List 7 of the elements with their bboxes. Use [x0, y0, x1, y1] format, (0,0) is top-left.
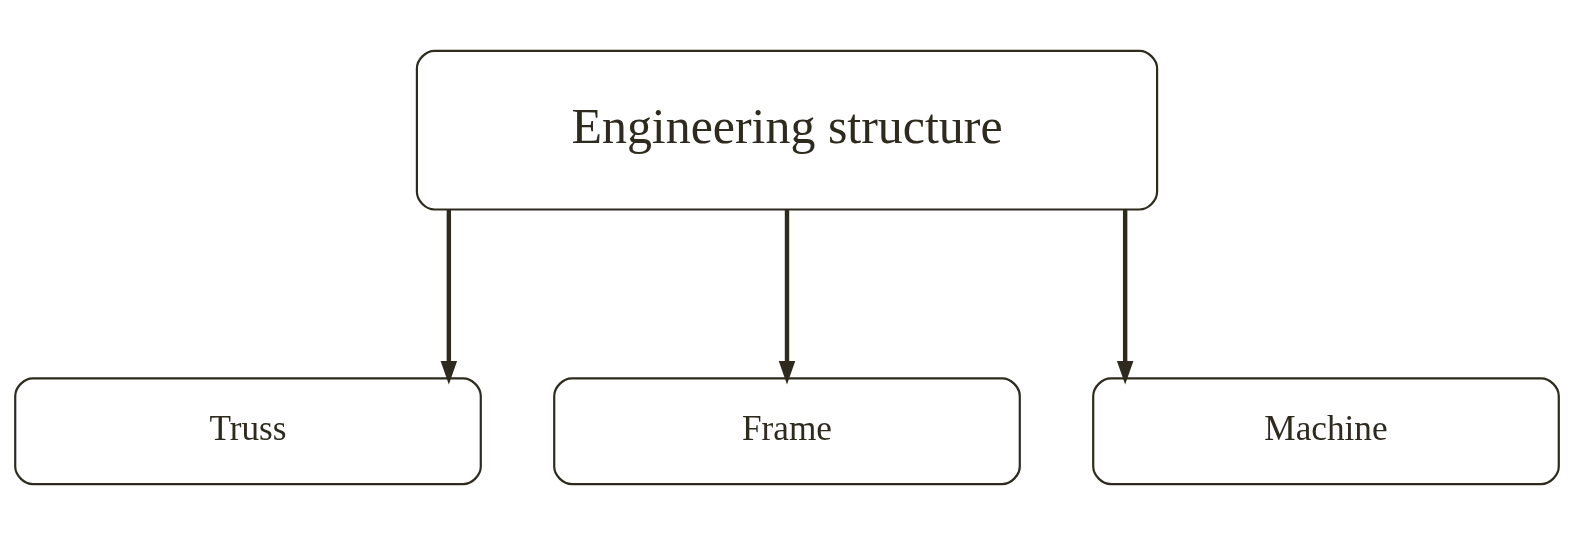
- node-box: Frame: [553, 376, 1021, 485]
- node-box: Machine: [1092, 376, 1560, 485]
- arrow: [778, 209, 796, 385]
- node-box: Engineering structure: [415, 49, 1159, 211]
- arrow: [440, 209, 458, 385]
- arrow: [1116, 209, 1134, 385]
- node-box: Truss: [14, 376, 482, 485]
